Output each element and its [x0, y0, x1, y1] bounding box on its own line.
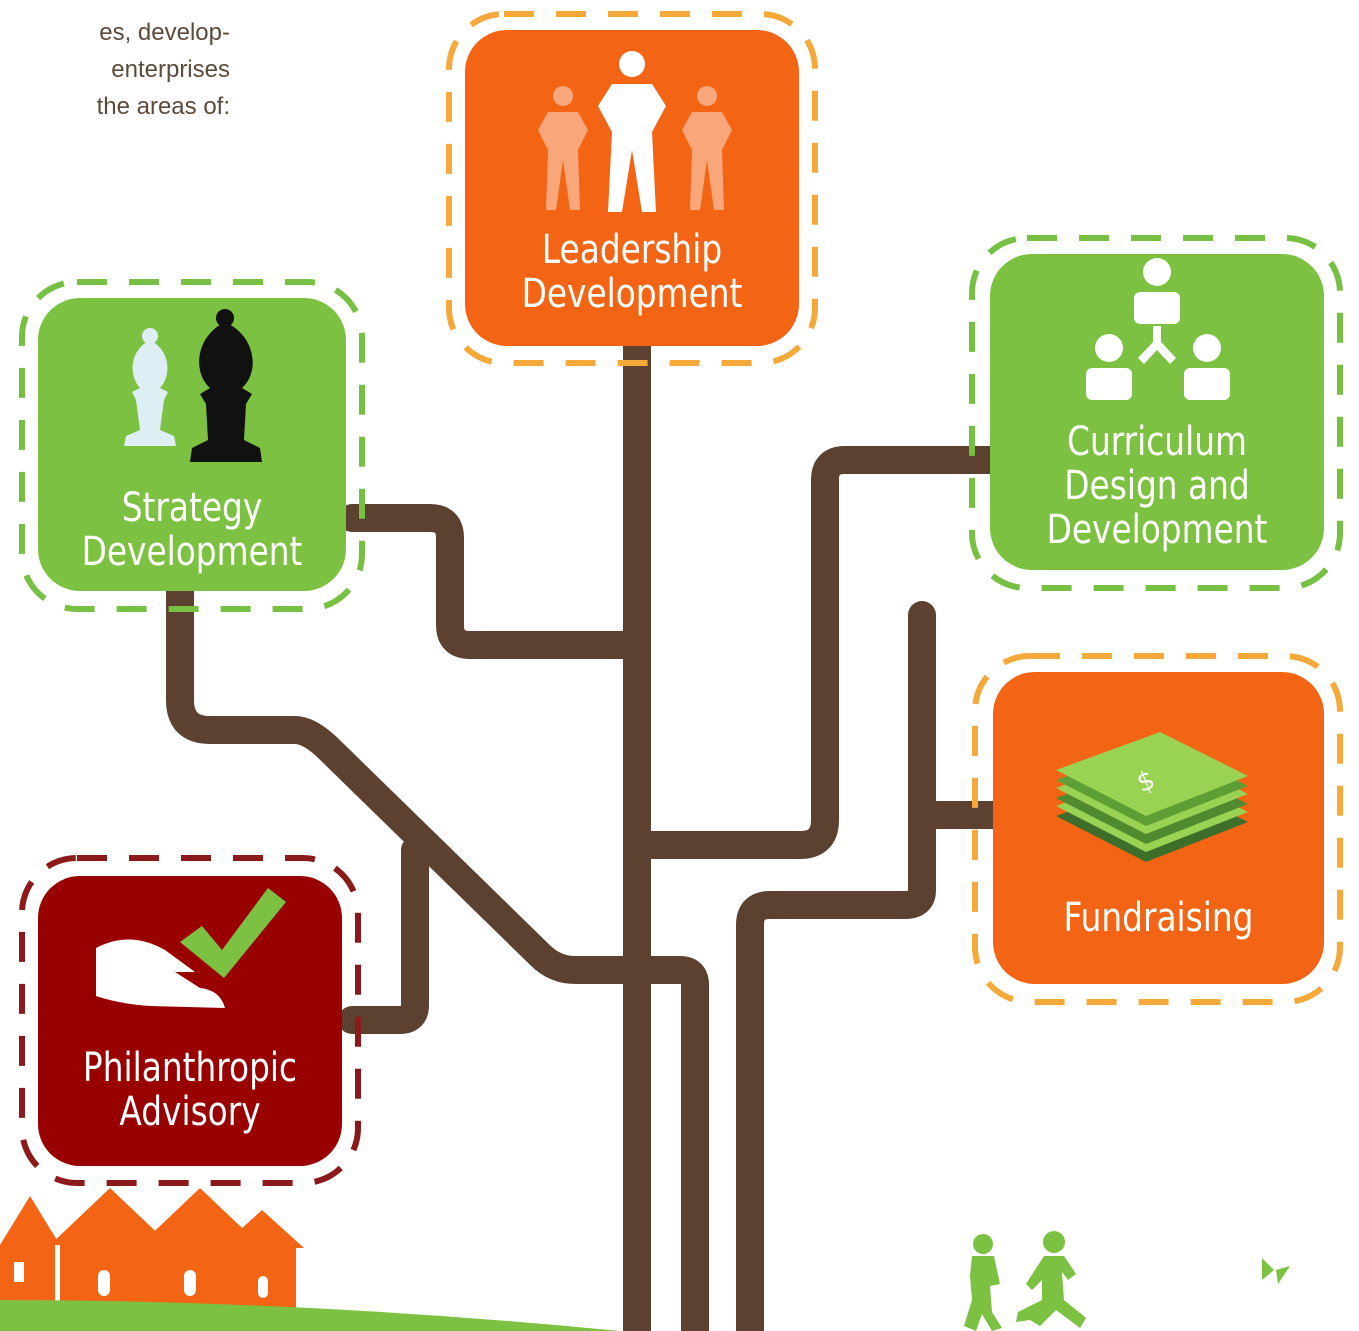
- curriculum-box: [990, 254, 1324, 570]
- intro-line: enterprises: [111, 56, 230, 83]
- houses-decoration: [0, 1188, 620, 1331]
- tree-branches: [166, 316, 1009, 1331]
- curriculum-dashed-outline: [969, 235, 1343, 591]
- leadership-label: Leadership Development: [495, 228, 769, 316]
- curriculum-label: Curriculum Design and Development: [1020, 420, 1294, 552]
- people-group-icon: [538, 51, 732, 212]
- kids-running-decoration: [964, 1231, 1086, 1331]
- curriculum-label-line: Design and: [1064, 463, 1250, 509]
- strategy-box: [38, 298, 346, 591]
- chess-pieces-icon: [124, 309, 262, 462]
- philanthropic-label-line: Advisory: [119, 1089, 261, 1135]
- branch-curriculum: [623, 446, 1004, 859]
- strategy-label-line: Development: [81, 529, 303, 575]
- hand-check-icon: [96, 888, 286, 1008]
- branch-fundraising: [736, 601, 1009, 1331]
- curriculum-label-line: Curriculum: [1067, 419, 1247, 465]
- curriculum-label-line: Development: [1046, 507, 1268, 553]
- hierarchy-people-icon: [1086, 258, 1230, 400]
- branch-strategy: [338, 504, 651, 659]
- leadership-label-line: Leadership: [541, 227, 723, 273]
- intro-text: es, develop- enterprises the areas of:: [0, 14, 230, 125]
- leadership-box: [465, 30, 799, 346]
- fundraising-dashed-outline: [972, 653, 1343, 1005]
- leadership-dashed-outline: [446, 11, 818, 366]
- philanthropic-label-line: Philanthropic: [82, 1045, 298, 1091]
- butterfly-decoration: [1262, 1258, 1290, 1284]
- strategy-label: Strategy Development: [66, 486, 319, 574]
- fundraising-label-line: Fundraising: [1063, 895, 1254, 941]
- strategy-dashed-outline: [19, 279, 365, 612]
- money-stack-icon: $: [1056, 732, 1248, 862]
- branch-philanthropic: [338, 836, 429, 1034]
- branch-long: [166, 576, 709, 1331]
- intro-line: the areas of:: [96, 93, 230, 120]
- strategy-label-line: Strategy: [121, 485, 263, 531]
- intro-line: es, develop-: [99, 19, 230, 46]
- leadership-label-line: Development: [521, 271, 743, 317]
- fundraising-label: Fundraising: [1023, 896, 1294, 940]
- philanthropic-label: Philanthropic Advisory: [65, 1046, 314, 1134]
- philanthropic-dashed-outline: [19, 855, 361, 1186]
